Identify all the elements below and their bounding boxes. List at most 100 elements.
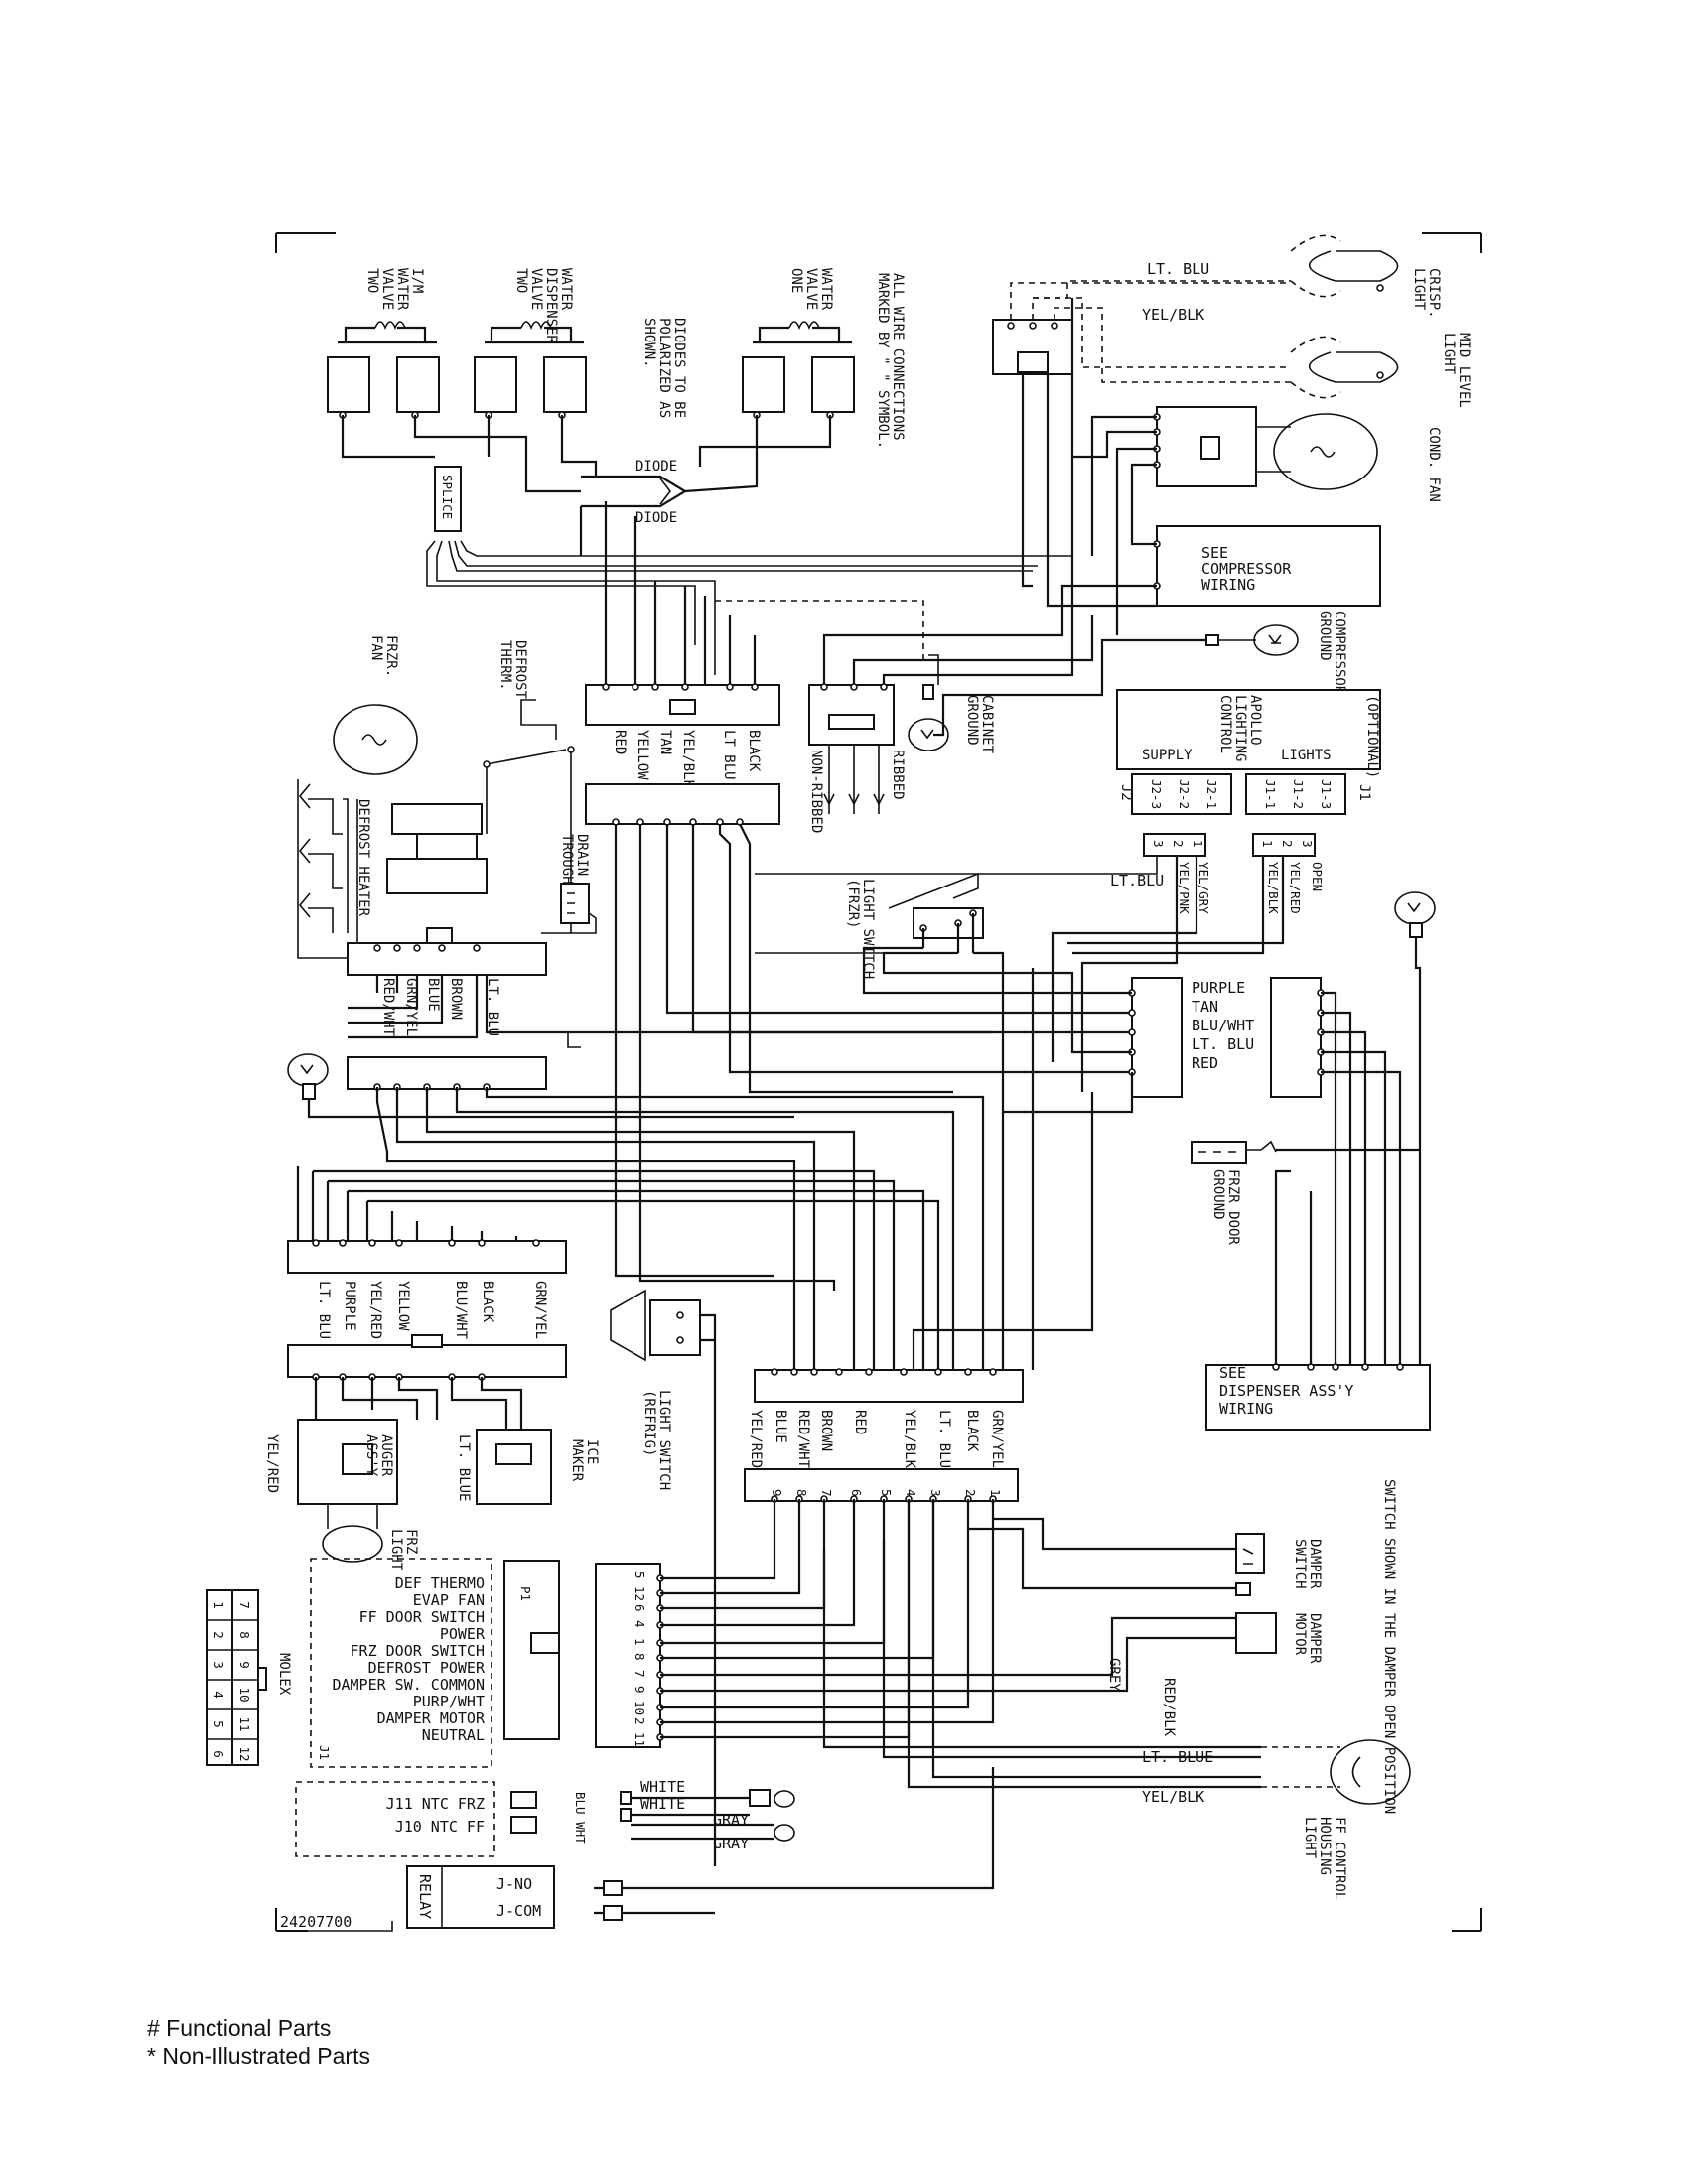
- upper-harness-wire-2: YELLOW: [634, 730, 650, 780]
- bottom-wire-6: YEL/BLK: [902, 1410, 917, 1469]
- j2-pin-2: J2-2: [1177, 779, 1192, 809]
- bottom-wire-1: YEL/RED: [748, 1410, 764, 1468]
- molex-grid: [206, 1589, 267, 1766]
- j1-func-3: FF DOOR SWITCH: [359, 1608, 485, 1626]
- j1-pin-9: 9: [633, 1686, 647, 1694]
- ntc-sensors: [620, 1789, 795, 1842]
- top-lt-blu: LT. BLU: [1147, 260, 1209, 278]
- dispenser-line-2: DISPENSER ASS'Y: [1219, 1382, 1353, 1400]
- mid-left-wire-1: LT. BLU: [316, 1281, 332, 1339]
- dispenser-wiring-box: [1205, 1169, 1431, 1431]
- molex-r1-6: 6: [211, 1750, 226, 1758]
- light-switch-refrig-2: (REFRIG): [641, 1390, 657, 1456]
- dispenser-valve-label-3: VALVE: [528, 268, 544, 310]
- pin-label-5: 5: [879, 1489, 894, 1497]
- mid-left-wire-6: BLACK: [480, 1281, 495, 1323]
- small-bracket: [567, 1032, 581, 1048]
- p1-label: P1: [518, 1586, 533, 1601]
- drain-heater: [541, 883, 597, 934]
- drain-trough-1: DRAIN: [574, 834, 590, 876]
- ff-light-label-3: LIGHT: [1302, 1817, 1318, 1859]
- crisp-light-label-1: CRISP.: [1426, 268, 1442, 319]
- switch-note: SWITCH SHOWN IN THE DAMPER OPEN POSITION: [1381, 1479, 1397, 1814]
- ntc-frz: J11 NTC FRZ: [386, 1795, 485, 1813]
- j1-pin-1: 1: [633, 1638, 647, 1646]
- relay-pin-no: J-NO: [496, 1875, 532, 1893]
- upper-harness-wire-3: TAN: [657, 730, 673, 754]
- top-yel-blk: YEL/BLK: [1142, 306, 1204, 324]
- diode-pair: [581, 475, 688, 508]
- diode-top-label: DIODE: [635, 459, 677, 475]
- auger-connector: [287, 1334, 567, 1381]
- im-valve-label-4: TWO: [364, 268, 380, 293]
- molex-r2-11: 11: [237, 1716, 252, 1731]
- water-valve-one: [742, 321, 855, 419]
- water-dispenser-valve: [474, 321, 587, 419]
- mid-level-light: [1290, 336, 1399, 399]
- apollo-title-1: APOLLO: [1247, 695, 1263, 746]
- j2-pin-1: J2-1: [1204, 779, 1219, 809]
- molex-r1-5: 5: [211, 1720, 226, 1728]
- apollo-wire-yelblk: YEL/BLK: [1266, 862, 1281, 914]
- cross-harness: [296, 975, 993, 1390]
- bottom-wire-9: GRN/YEL: [989, 1410, 1005, 1468]
- wire-white-1: WHITE: [640, 1778, 685, 1796]
- pin-label-2: 2: [963, 1489, 978, 1497]
- frz-fan-label-2: FAN: [368, 635, 384, 660]
- comp-ground-label-2: GROUND: [1317, 611, 1333, 661]
- right-ground: [1394, 891, 1436, 1370]
- mid-light-label-1: MID LEVEL: [1456, 333, 1472, 408]
- frz-fan-label-1: FRZR.: [383, 635, 399, 677]
- j1-func-10: NEUTRAL: [422, 1726, 485, 1744]
- plug-right-num-1: 1: [1260, 840, 1275, 848]
- frz-light-label-2: LIGHT: [388, 1529, 404, 1571]
- j1-pin-12: 12: [633, 1586, 647, 1601]
- valve-one-label-3: ONE: [788, 268, 804, 293]
- right-block-wire-5: RED: [1192, 1054, 1218, 1072]
- apollo-wires: [755, 856, 1285, 1003]
- cabinet-ground: [908, 654, 949, 751]
- frz-fan: [333, 704, 488, 894]
- plug-left-num-2: 2: [1171, 840, 1186, 848]
- drain-trough-2: TROUGH: [559, 834, 575, 885]
- cabinet-ground-label-2: GROUND: [964, 695, 980, 746]
- bottom-wire-8: BLACK: [964, 1410, 980, 1452]
- j1-function-panel: [295, 1558, 560, 1857]
- mid-left-wire-5: BLU/WHT: [453, 1281, 469, 1340]
- molex-r2-12: 12: [237, 1746, 252, 1761]
- j1-func-4: POWER: [440, 1625, 486, 1643]
- diode-bottom-label: DIODE: [635, 510, 677, 526]
- j1-pin-5: 5: [633, 1571, 647, 1579]
- upper-harness-connector: [585, 683, 780, 726]
- mid-left-wire-7: GRN/YEL: [532, 1281, 548, 1339]
- wire-gray-2: GRAY: [713, 1835, 749, 1852]
- upper-harness-wire-1: RED: [612, 730, 628, 754]
- dispenser-line-3: WIRING: [1219, 1400, 1273, 1418]
- pin-label-1: 1: [988, 1489, 1003, 1497]
- comp-wiring-2: COMPRESSOR: [1201, 560, 1292, 578]
- right-block-wire-2: TAN: [1192, 998, 1218, 1016]
- relay-box: [406, 1767, 995, 1929]
- cabinet-ground-label-1: CABINET: [979, 695, 995, 754]
- valve-one-label-2: VALVE: [803, 268, 819, 310]
- j1-pin-2: 2: [633, 1717, 647, 1725]
- right-block-wire-4: LT. BLU: [1192, 1035, 1254, 1053]
- left-ground: [287, 1053, 794, 1119]
- diode-note-3: SHOWN.: [641, 318, 657, 368]
- ice-maker: [476, 1429, 552, 1505]
- right-block-wire-3: BLU/WHT: [1192, 1017, 1254, 1034]
- drawing-number: 24207700: [280, 1913, 352, 1931]
- wire-red-blk: RED/BLK: [1161, 1678, 1177, 1737]
- apollo-lighting-control: [1116, 689, 1381, 857]
- auger-assembly: [297, 1377, 523, 1563]
- wire-white-2: WHITE: [640, 1795, 685, 1813]
- bottom-wire-3: RED/WHT: [795, 1410, 811, 1469]
- comp-wiring-3: WIRING: [1201, 576, 1255, 594]
- auger-label-1: AUGER: [378, 1434, 394, 1477]
- apollo-wire-open: OPEN: [1310, 862, 1325, 891]
- wire-lt-blue: LT. BLUE: [1142, 1748, 1213, 1766]
- pin-label-8: 8: [794, 1489, 809, 1497]
- defrost-heater-label: DEFROST HEATER: [355, 799, 371, 917]
- wire-note-1: ALL WIRE CONNECTIONS: [890, 273, 906, 441]
